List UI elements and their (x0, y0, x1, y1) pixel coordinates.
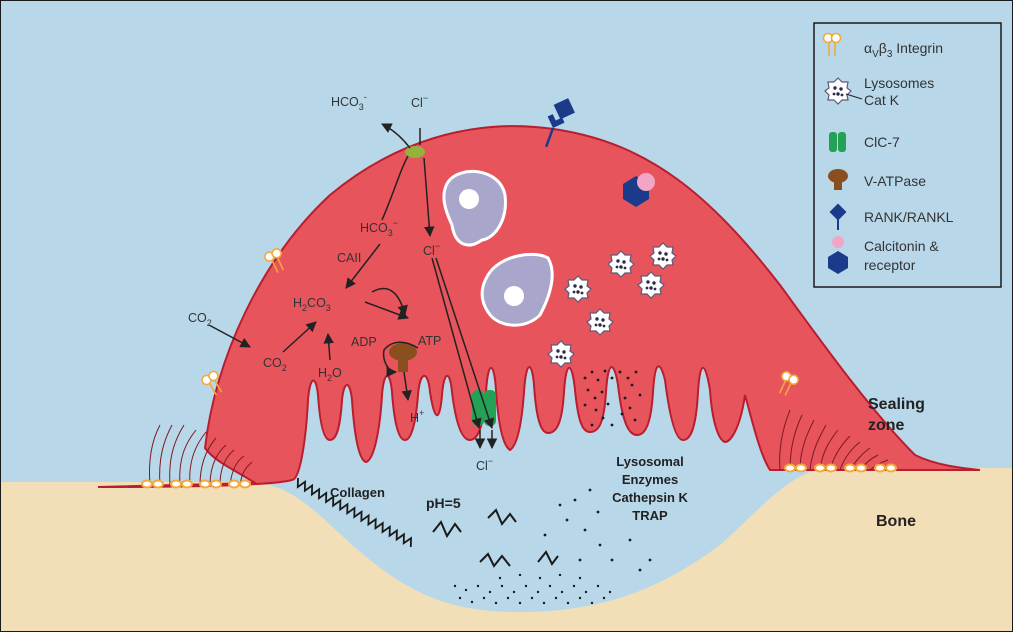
lysosome-icon (548, 341, 574, 367)
lysosome-icon (565, 276, 591, 302)
atp-label: ATP (418, 334, 441, 348)
legend-calcitonin-line1: Calcitonin & (864, 238, 939, 254)
legend-vatpase-label: V-ATPase (864, 173, 926, 189)
enzymes-label-line1: Lysosomal (616, 454, 683, 469)
bone-label: Bone (876, 513, 916, 530)
sealing-zone-label-line2: zone (868, 417, 905, 434)
lysosome-icon (608, 251, 634, 277)
lysosome-icon (650, 243, 676, 269)
caii-label: CAII (337, 251, 361, 265)
adp-label: ADP (351, 335, 377, 349)
lysosome-icon (587, 309, 613, 335)
clc7-channel-icon (472, 390, 496, 426)
enzymes-label-line4: TRAP (632, 508, 668, 523)
legend: αVβ3 Integrin Lysosomes Cat K ClC-7 V-AT… (814, 23, 1001, 287)
legend-rank-label: RANK/RANKL (864, 209, 954, 225)
ph-label: pH=5 (426, 495, 461, 511)
sealing-zone-label-line1: Sealing (868, 396, 925, 413)
lysosome-icon (638, 272, 664, 298)
legend-lysosomes-line1: Lysosomes (864, 75, 934, 91)
nucleolus-1 (459, 189, 479, 209)
collagen-label: Collagen (330, 485, 385, 500)
nucleolus-2 (504, 286, 524, 306)
enzymes-label-line3: Cathepsin K (612, 490, 688, 505)
legend-calcitonin-line2: receptor (864, 257, 916, 273)
lysosome-legend-icon (825, 78, 851, 104)
legend-lysosomes-line2: Cat K (864, 92, 900, 108)
enzymes-label-line2: Enzymes (622, 472, 678, 487)
legend-clc7-label: ClC-7 (864, 134, 900, 150)
